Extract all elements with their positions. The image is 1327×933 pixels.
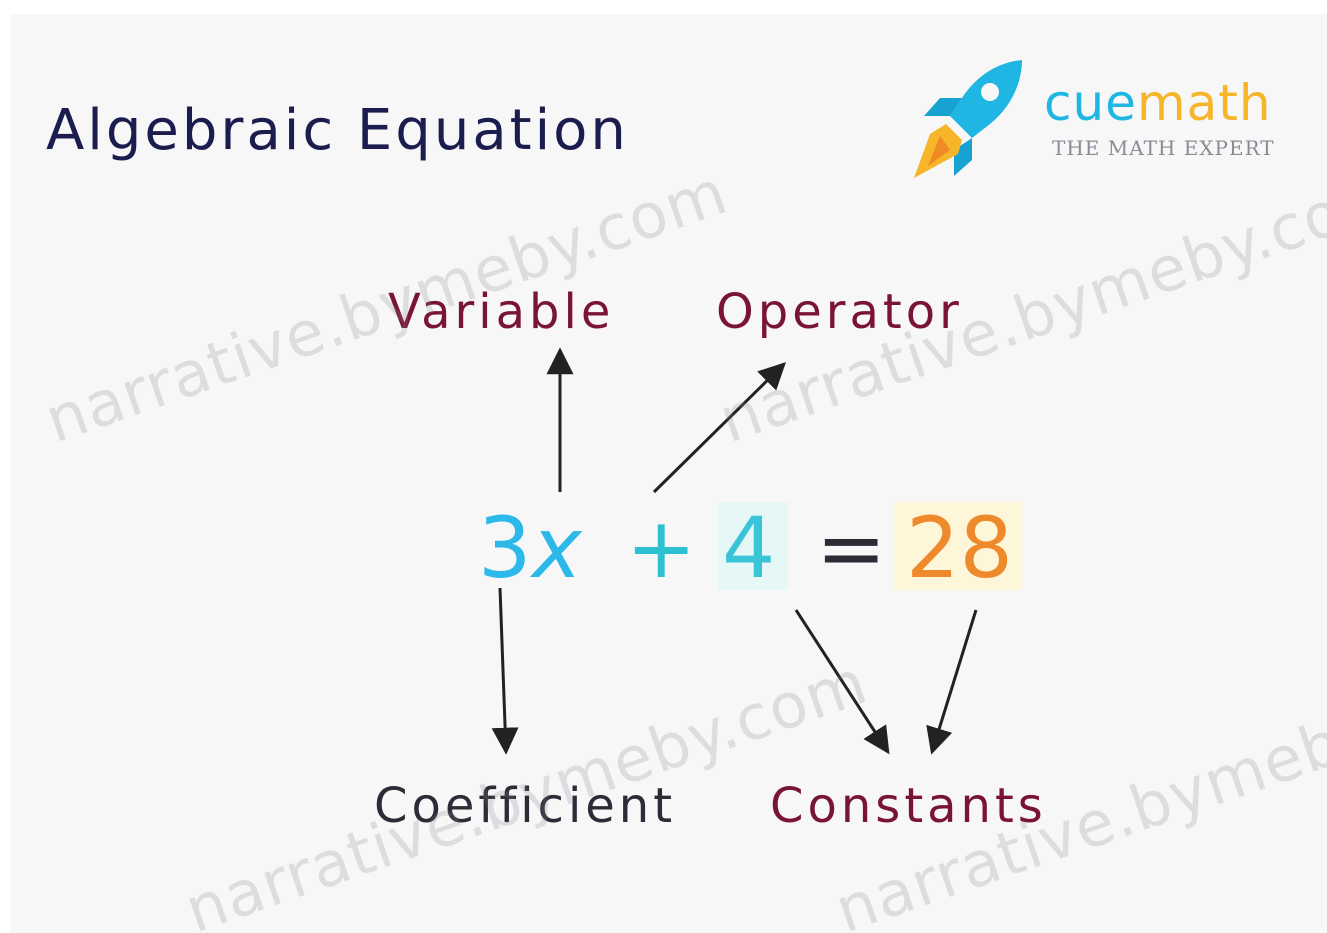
brand-name-part-math: math [1136,74,1272,132]
label-variable-text: Variable [388,284,615,340]
equation-variable: x [532,499,582,597]
equation-coefficient: 3 [478,499,532,597]
label-coefficient-text: Coefficient [374,778,677,834]
label-operator: Operator [712,284,967,340]
arrow-to-operator [652,362,786,494]
brand-name-part-cue: cue [1044,74,1137,132]
arrow-constant-to-constants [794,609,890,755]
equation-operator: + [626,499,697,597]
constant-highlight [718,502,788,590]
arrow-result-to-constants [926,609,978,755]
label-constants-text: Constants [770,778,1047,834]
equation-equals-sign: = [816,499,887,597]
diagram-arrows [491,347,978,755]
diagram-canvas: Algebraic Equation cuemath THE MATH EXPE… [10,14,1327,933]
page-title: Algebraic Equation [46,98,629,163]
label-constants: Constants [766,778,1051,834]
brand-tagline: THE MATH EXPERT [1052,136,1275,160]
equation-constant: 4 [722,499,776,597]
brand-name: cuemath [1044,74,1272,132]
label-variable: Variable [384,284,619,340]
arrow-to-coefficient [491,587,519,755]
result-highlight [894,502,1022,590]
label-coefficient: Coefficient [370,778,681,834]
label-operator-text: Operator [716,284,963,340]
rocket-icon [914,60,1022,178]
equation-result: 28 [906,499,1013,597]
